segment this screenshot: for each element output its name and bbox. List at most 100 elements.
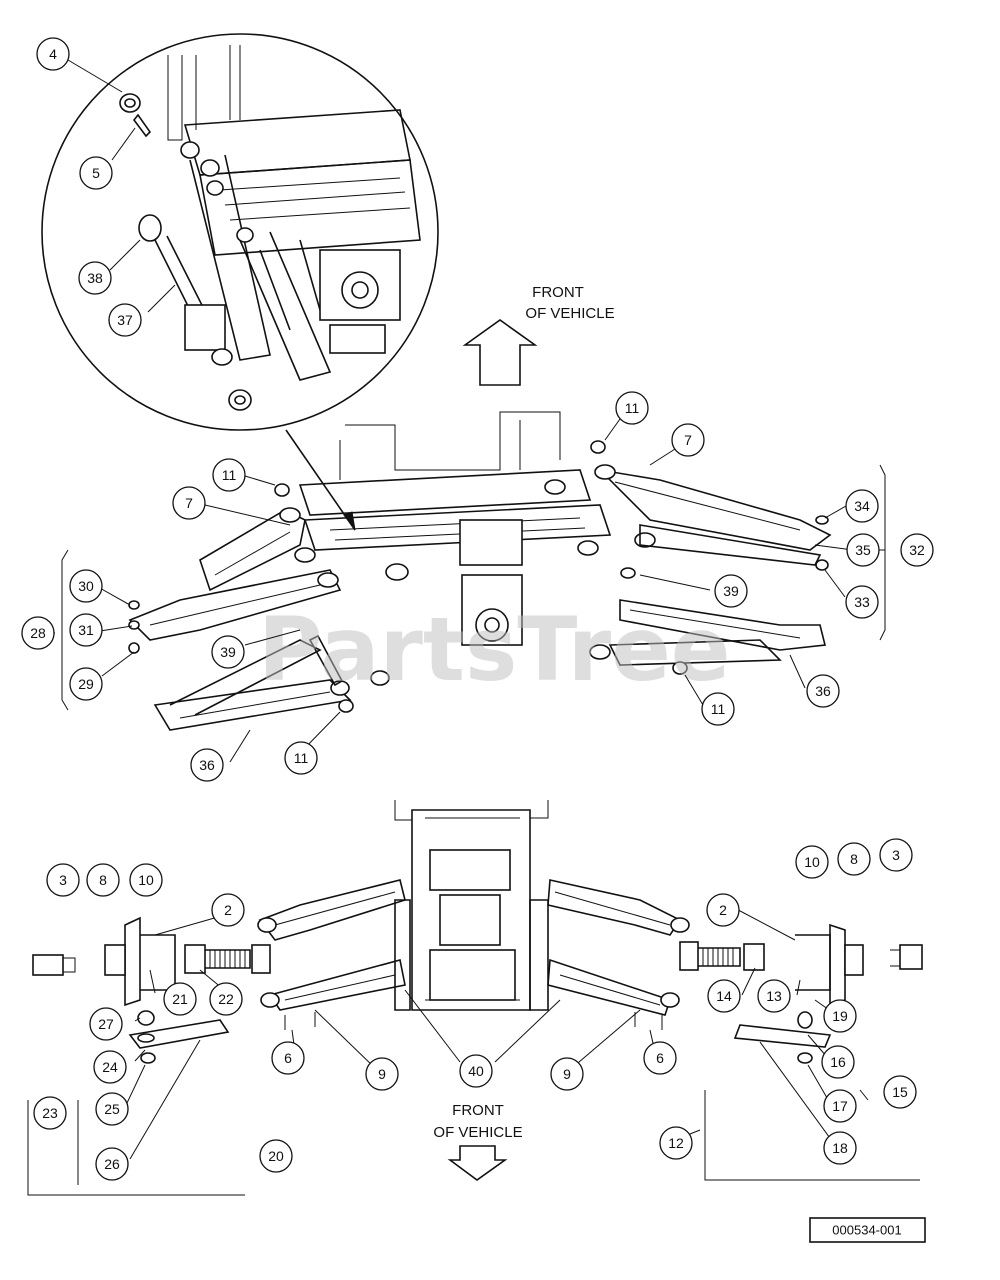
callout-24: 24 xyxy=(93,1050,127,1084)
svg-text:31: 31 xyxy=(78,622,94,638)
svg-text:19: 19 xyxy=(832,1008,848,1024)
svg-text:33: 33 xyxy=(854,594,870,610)
svg-text:3: 3 xyxy=(892,847,900,863)
callout-15: 15 xyxy=(883,1075,917,1109)
callout-9-a: 9 xyxy=(365,1057,399,1091)
svg-text:2: 2 xyxy=(224,902,232,918)
callout-37: 37 xyxy=(108,303,142,337)
svg-text:29: 29 xyxy=(78,676,94,692)
callout-7-a: 7 xyxy=(671,423,705,457)
svg-text:14: 14 xyxy=(716,988,732,1004)
callout-16: 16 xyxy=(821,1045,855,1079)
callout-9-b: 9 xyxy=(550,1057,584,1091)
svg-text:11: 11 xyxy=(222,467,237,483)
svg-text:17: 17 xyxy=(832,1098,848,1114)
svg-text:7: 7 xyxy=(684,432,692,448)
callout-34: 34 xyxy=(845,489,879,523)
svg-text:24: 24 xyxy=(102,1059,118,1075)
callout-11-d: 11 xyxy=(701,692,735,726)
svg-text:35: 35 xyxy=(855,542,871,558)
watermark: PartsTree xyxy=(258,598,730,701)
svg-text:18: 18 xyxy=(832,1140,848,1156)
callout-10-b: 10 xyxy=(795,845,829,879)
svg-text:22: 22 xyxy=(218,991,234,1007)
drawing-number-box: 000534-001 xyxy=(809,1217,926,1243)
svg-text:11: 11 xyxy=(294,750,309,766)
svg-text:15: 15 xyxy=(892,1084,908,1100)
callout-39-a: 39 xyxy=(714,574,748,608)
callout-8-a: 8 xyxy=(86,863,120,897)
svg-text:8: 8 xyxy=(99,872,107,888)
callout-28: 28 xyxy=(21,616,55,650)
svg-text:36: 36 xyxy=(815,683,831,699)
svg-text:30: 30 xyxy=(78,578,94,594)
svg-text:34: 34 xyxy=(854,498,870,514)
svg-text:6: 6 xyxy=(656,1050,664,1066)
svg-text:23: 23 xyxy=(42,1105,58,1121)
svg-text:21: 21 xyxy=(172,991,188,1007)
callout-4: 4 xyxy=(36,37,70,71)
callout-19: 19 xyxy=(823,999,857,1033)
svg-text:16: 16 xyxy=(830,1054,846,1070)
svg-text:38: 38 xyxy=(87,270,103,286)
svg-text:8: 8 xyxy=(850,851,858,867)
svg-text:11: 11 xyxy=(711,701,726,717)
callout-26: 26 xyxy=(95,1147,129,1181)
callout-20: 20 xyxy=(259,1139,293,1173)
callout-2-b: 2 xyxy=(706,893,740,927)
callout-bubbles: 4 5 38 37 11 7 11 7 34 35 32 33 39 30 31… xyxy=(21,37,934,1181)
front-label-bottom-line1: FRONT xyxy=(452,1102,504,1119)
callout-13: 13 xyxy=(757,979,791,1013)
callout-30: 30 xyxy=(69,569,103,603)
callout-33: 33 xyxy=(845,585,879,619)
front-label-top-line2: OF VEHICLE xyxy=(525,305,614,322)
svg-text:27: 27 xyxy=(98,1016,114,1032)
callout-17: 17 xyxy=(823,1089,857,1123)
svg-text:9: 9 xyxy=(563,1066,571,1082)
svg-text:13: 13 xyxy=(766,988,782,1004)
callout-6-b: 6 xyxy=(643,1041,677,1075)
upper-suspension-assembly xyxy=(45,411,886,731)
svg-text:6: 6 xyxy=(284,1050,292,1066)
callout-11-b: 11 xyxy=(212,458,246,492)
lower-suspension-assembly xyxy=(27,800,923,1196)
callout-2-a: 2 xyxy=(211,893,245,927)
svg-text:12: 12 xyxy=(668,1135,684,1151)
svg-text:37: 37 xyxy=(117,312,133,328)
callout-36-a: 36 xyxy=(190,748,224,782)
callout-27: 27 xyxy=(89,1007,123,1041)
callout-3-b: 3 xyxy=(879,838,913,872)
callout-32: 32 xyxy=(900,533,934,567)
svg-text:10: 10 xyxy=(138,872,154,888)
svg-text:2: 2 xyxy=(719,902,727,918)
svg-text:39: 39 xyxy=(723,583,739,599)
callout-21: 21 xyxy=(163,982,197,1016)
front-arrow-bottom: FRONT OF VEHICLE xyxy=(433,1102,523,1181)
svg-text:4: 4 xyxy=(49,46,57,62)
callout-39-b: 39 xyxy=(211,635,245,669)
callout-22: 22 xyxy=(209,982,243,1016)
callout-14: 14 xyxy=(707,979,741,1013)
callout-40: 40 xyxy=(459,1054,493,1088)
callout-10-a: 10 xyxy=(129,863,163,897)
svg-text:11: 11 xyxy=(625,400,640,416)
callout-5: 5 xyxy=(79,156,113,190)
svg-text:40: 40 xyxy=(468,1063,484,1079)
front-label-bottom-line2: OF VEHICLE xyxy=(433,1124,522,1141)
callout-31: 31 xyxy=(69,613,103,647)
callout-8-b: 8 xyxy=(837,842,871,876)
callout-11-c: 11 xyxy=(284,741,318,775)
callout-12: 12 xyxy=(659,1126,693,1160)
callout-36-b: 36 xyxy=(806,674,840,708)
svg-text:20: 20 xyxy=(268,1148,284,1164)
callout-3-a: 3 xyxy=(46,863,80,897)
svg-text:3: 3 xyxy=(59,872,67,888)
front-arrow-top: FRONT OF VEHICLE xyxy=(462,284,615,386)
detail-magnifier xyxy=(41,33,439,531)
svg-text:39: 39 xyxy=(220,644,236,660)
svg-text:36: 36 xyxy=(199,757,215,773)
drawing-number: 000534-001 xyxy=(832,1223,901,1238)
callout-35: 35 xyxy=(846,533,880,567)
callout-11-a: 11 xyxy=(615,391,649,425)
